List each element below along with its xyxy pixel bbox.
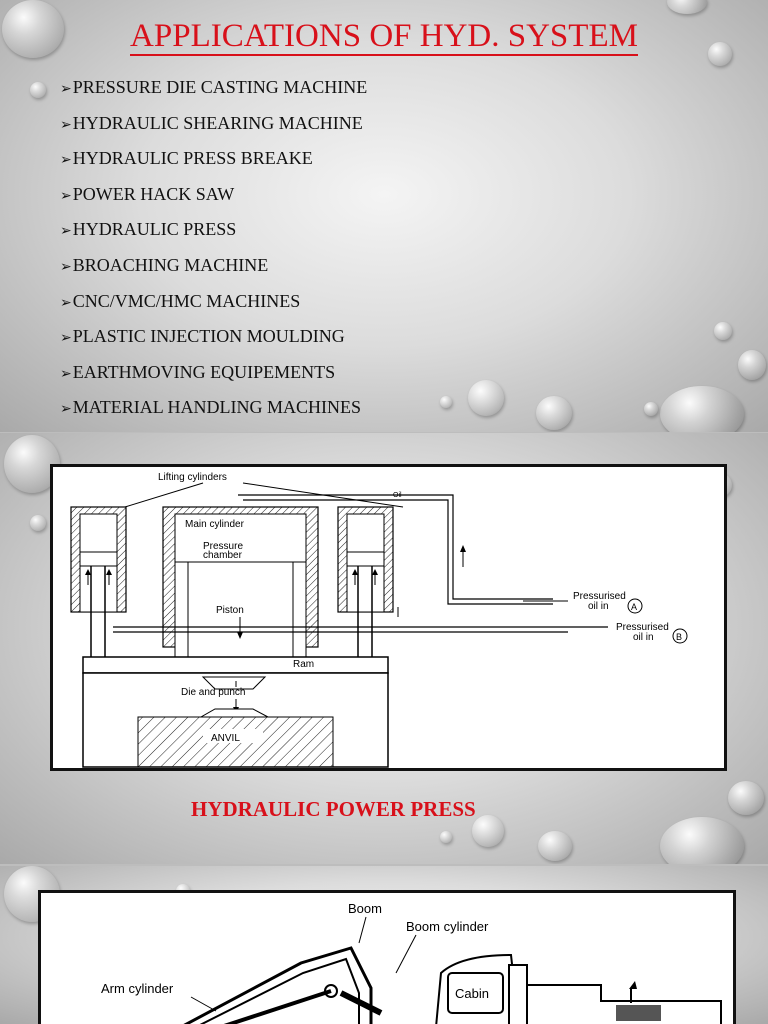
list-item: ➢CNC/VMC/HMC MACHINES: [60, 290, 301, 311]
label-oil-in-b: oil in: [633, 632, 654, 643]
label-ram: Ram: [293, 659, 314, 670]
label-arm-cylinder: Arm cylinder: [101, 981, 174, 996]
water-drop: [714, 322, 732, 340]
excavator-diagram: Boom Boom cylinder Arm cylinder Cabin: [38, 890, 736, 1024]
water-drop: [708, 42, 732, 66]
water-drop: [468, 380, 504, 416]
label-cabin: Cabin: [455, 986, 489, 1001]
label-pressurised-b: Pressurised: [616, 622, 669, 633]
label-chamber: chamber: [203, 550, 243, 561]
water-drop: [472, 815, 504, 847]
hydraulic-press-diagram: Lifting cylinders Oil Main cylinder Pres…: [50, 464, 727, 771]
label-a: A: [631, 602, 637, 612]
water-drop: [2, 0, 64, 58]
list-item: ➢HYDRAULIC SHEARING MACHINE: [60, 112, 363, 133]
water-drop: [538, 831, 572, 861]
water-drop: [660, 386, 744, 432]
label-die-and-punch: Die and punch: [181, 687, 246, 698]
water-drop: [30, 82, 46, 98]
slide-title: APPLICATIONS OF HYD. SYSTEM: [130, 18, 638, 56]
label-pressurised-a: Pressurised: [573, 591, 626, 602]
list-item: ➢POWER HACK SAW: [60, 183, 235, 204]
label-lifting-cylinders: Lifting cylinders: [158, 472, 227, 483]
water-drop: [644, 402, 658, 416]
label-boom-cylinder: Boom cylinder: [406, 919, 489, 934]
water-drop: [30, 515, 46, 531]
water-drop: [660, 817, 744, 864]
water-drop: [440, 831, 452, 843]
list-item: ➢PRESSURE DIE CASTING MACHINE: [60, 77, 368, 97]
water-drop: [728, 781, 764, 815]
label-boom: Boom: [348, 901, 382, 916]
label-main-cylinder: Main cylinder: [185, 519, 245, 530]
label-anvil: ANVIL: [211, 733, 240, 744]
label-b: B: [676, 632, 682, 642]
water-drop: [536, 396, 572, 430]
list-item: ➢EARTHMOVING EQUIPEMENTS: [60, 361, 336, 382]
list-item: ➢HYDRAULIC PRESS BREAKE: [60, 148, 313, 169]
water-drop: [667, 0, 707, 14]
applications-list: ➢PRESSURE DIE CASTING MACHINE ➢HYDRAULIC…: [60, 73, 367, 429]
water-drop: [440, 396, 452, 408]
label-oil-in-a: oil in: [588, 601, 609, 612]
water-drop: [738, 350, 766, 380]
slide-applications: APPLICATIONS OF HYD. SYSTEM ➢PRESSURE DI…: [0, 0, 768, 432]
list-item: ➢HYDRAULIC PRESS: [60, 219, 237, 240]
slide-excavator: Boom Boom cylinder Arm cylinder Cabin: [0, 866, 768, 1024]
label-pressure: Pressure: [203, 541, 243, 552]
list-item: ➢BROACHING MACHINE: [60, 254, 269, 275]
label-piston: Piston: [216, 605, 244, 616]
list-item: ➢PLASTIC INJECTION MOULDING: [60, 326, 345, 347]
slide-hydraulic-press: Lifting cylinders Oil Main cylinder Pres…: [0, 433, 768, 864]
figure-caption: HYDRAULIC POWER PRESS: [191, 797, 476, 821]
list-item: ➢MATERIAL HANDLING MACHINES: [60, 397, 362, 418]
